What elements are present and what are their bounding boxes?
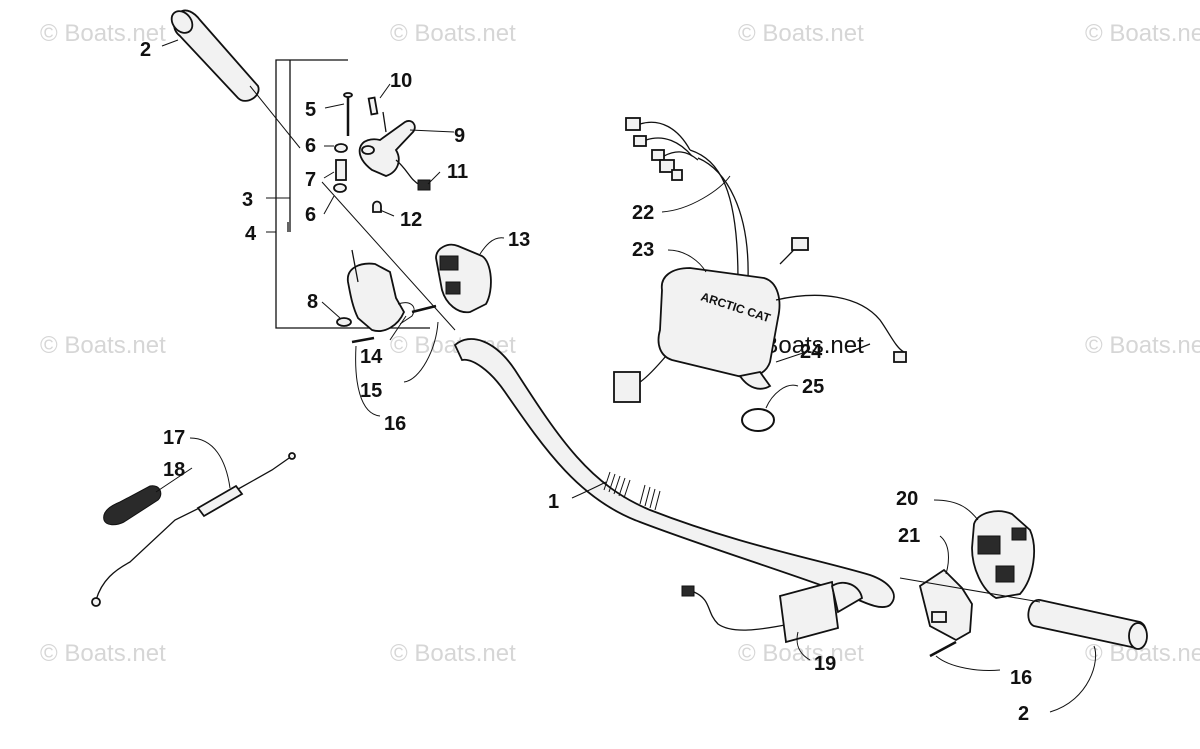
watermark: © Boats.net xyxy=(40,640,166,667)
callout-13: 13 xyxy=(508,229,530,251)
screw-part[interactable] xyxy=(929,640,957,658)
watermark: © Boats.net xyxy=(738,20,864,47)
callout-9: 9 xyxy=(454,125,465,147)
callout-3: 3 xyxy=(242,189,253,211)
callout-16: 16 xyxy=(384,413,406,435)
callout-6: 6 xyxy=(305,204,316,226)
callout-16: 16 xyxy=(1010,667,1032,689)
callout-7: 7 xyxy=(305,169,316,191)
throttle-housing-part[interactable] xyxy=(347,249,415,332)
watermark: © Boats.net xyxy=(40,332,166,359)
clamp-part[interactable] xyxy=(741,408,775,432)
throttle-tab-part[interactable] xyxy=(367,96,379,116)
callout-6: 6 xyxy=(305,135,316,157)
washer-part[interactable] xyxy=(333,183,347,193)
callout-19: 19 xyxy=(814,653,836,675)
bushing-part[interactable] xyxy=(335,159,347,181)
throttle-lever-part[interactable] xyxy=(358,120,416,177)
callout-20: 20 xyxy=(896,488,918,510)
wiring-harness-part[interactable] xyxy=(625,117,749,281)
watermark: © Boats.net xyxy=(1085,332,1200,359)
callout-21: 21 xyxy=(898,525,920,547)
watermark: © Boats.net xyxy=(390,640,516,667)
cable-boot-part[interactable] xyxy=(103,485,162,526)
watermark: © Boats.net xyxy=(1085,20,1200,47)
left-grip-part[interactable] xyxy=(167,7,260,102)
right-grip-part[interactable] xyxy=(1027,599,1148,650)
throttle-switch-part[interactable] xyxy=(395,159,431,191)
callout-14: 14 xyxy=(360,346,383,368)
callout-23: 23 xyxy=(632,239,654,261)
washer-part[interactable] xyxy=(334,143,348,153)
callout-24: 24 xyxy=(800,341,823,363)
callout-8: 8 xyxy=(307,291,318,313)
callout-5: 5 xyxy=(305,99,316,121)
kit-bracket xyxy=(275,59,430,329)
callout-12: 12 xyxy=(400,209,422,231)
heater-control-module-part[interactable]: ARCTIC CAT xyxy=(613,237,907,403)
switch-housing-part[interactable] xyxy=(435,243,492,314)
callout-18: 18 xyxy=(163,459,185,481)
callout-10: 10 xyxy=(390,70,412,92)
watermark: © Boats.net xyxy=(390,20,516,47)
callout-2: 2 xyxy=(1018,703,1029,725)
clip-part[interactable] xyxy=(372,200,382,213)
callout-2: 2 xyxy=(140,39,151,61)
callout-1: 1 xyxy=(548,491,559,513)
callout-11: 11 xyxy=(447,161,468,183)
right-switch-housing-part[interactable] xyxy=(971,510,1035,599)
callout-4: 4 xyxy=(245,223,257,245)
callout-22: 22 xyxy=(632,202,654,224)
callout-15: 15 xyxy=(360,380,382,402)
washer-part[interactable] xyxy=(336,317,352,327)
screw-part[interactable] xyxy=(343,92,353,136)
throttle-cable-part[interactable] xyxy=(91,452,296,607)
watermark: © Boats.net xyxy=(738,640,864,667)
screw-part[interactable] xyxy=(411,304,437,314)
callout-17: 17 xyxy=(163,427,185,449)
heater-element-part[interactable] xyxy=(681,580,863,644)
housing-cover-part[interactable] xyxy=(918,568,973,642)
screw-part[interactable] xyxy=(351,336,375,344)
watermark: © Boats.net xyxy=(40,20,166,47)
callout-25: 25 xyxy=(802,376,824,398)
handlebar-part[interactable] xyxy=(453,338,895,608)
leader-lines xyxy=(155,39,1097,713)
